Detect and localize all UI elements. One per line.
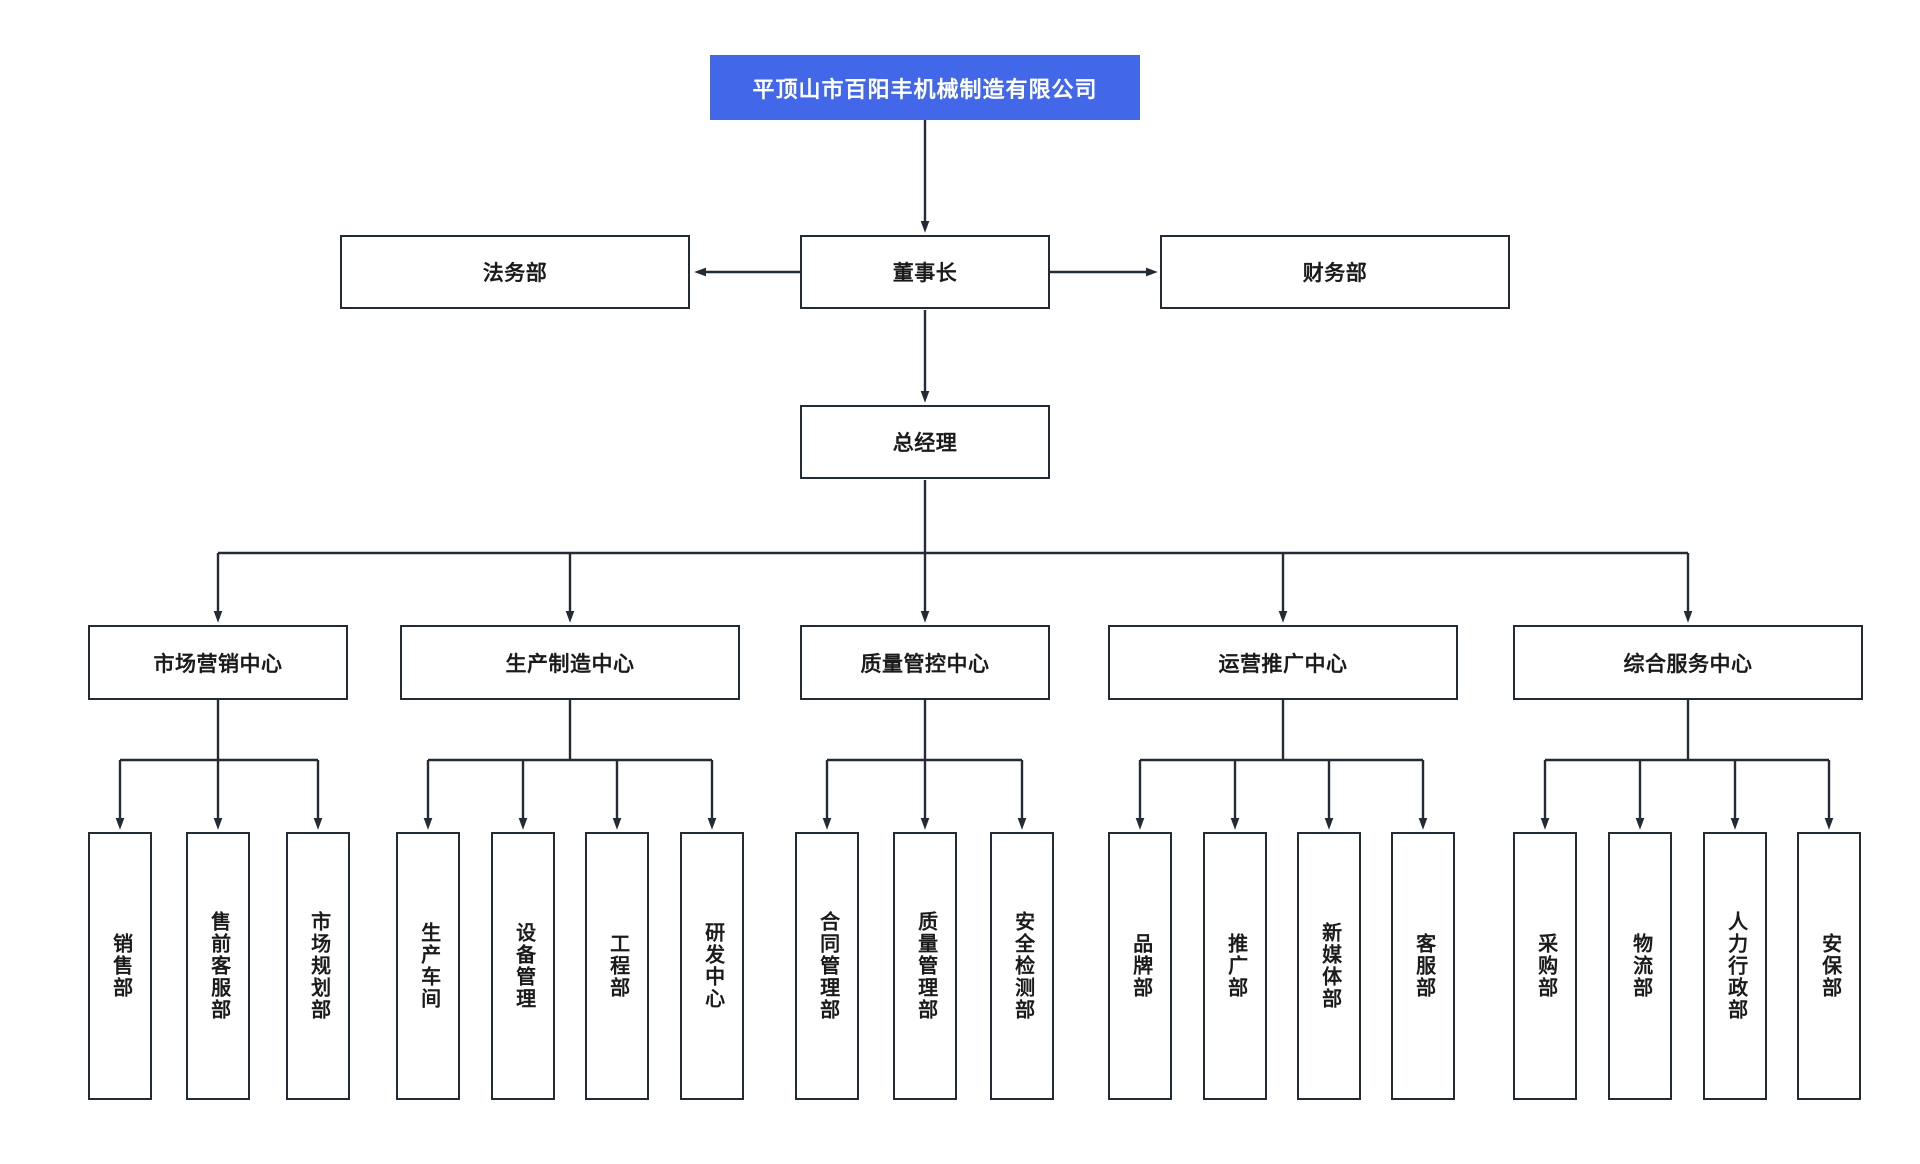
node-leaf-rnd-center[interactable]: 研发中心 bbox=[680, 832, 744, 1100]
node-label: 财务部 bbox=[1302, 262, 1368, 285]
node-label: 平顶山市百阳丰机械制造有限公司 bbox=[752, 76, 1098, 102]
node-label: 安保部 bbox=[1818, 933, 1841, 999]
node-leaf-market-planning[interactable]: 市场规划部 bbox=[286, 832, 350, 1100]
node-center-operations[interactable]: 运营推广中心 bbox=[1108, 625, 1458, 700]
node-leaf-contract-management[interactable]: 合同管理部 bbox=[795, 832, 859, 1100]
node-leaf-logistics[interactable]: 物流部 bbox=[1608, 832, 1672, 1100]
node-leaf-presales-service[interactable]: 售前客服部 bbox=[186, 832, 250, 1100]
node-label: 新媒体部 bbox=[1318, 922, 1341, 1010]
node-leaf-engineering[interactable]: 工程部 bbox=[585, 832, 649, 1100]
node-label: 人力行政部 bbox=[1724, 911, 1747, 1021]
node-label: 综合服务中心 bbox=[1623, 652, 1753, 676]
node-leaf-procurement[interactable]: 采购部 bbox=[1513, 832, 1577, 1100]
node-center-general-service[interactable]: 综合服务中心 bbox=[1513, 625, 1863, 700]
node-leaf-sales[interactable]: 销售部 bbox=[88, 832, 152, 1100]
node-center-marketing[interactable]: 市场营销中心 bbox=[88, 625, 348, 700]
node-label: 工程部 bbox=[606, 933, 629, 999]
node-label: 质量管理部 bbox=[914, 911, 937, 1021]
node-leaf-safety-inspection[interactable]: 安全检测部 bbox=[990, 832, 1054, 1100]
node-label: 运营推广中心 bbox=[1218, 652, 1348, 676]
node-label: 法务部 bbox=[482, 262, 548, 285]
node-label: 推广部 bbox=[1224, 933, 1247, 999]
node-leaf-hr-administration[interactable]: 人力行政部 bbox=[1703, 832, 1767, 1100]
node-general-manager[interactable]: 总经理 bbox=[800, 405, 1050, 479]
node-label: 销售部 bbox=[109, 933, 132, 999]
node-label: 生产制造中心 bbox=[505, 652, 635, 676]
node-leaf-equipment-management[interactable]: 设备管理 bbox=[491, 832, 555, 1100]
node-label: 售前客服部 bbox=[207, 911, 230, 1021]
node-label: 总经理 bbox=[892, 432, 958, 455]
node-label: 市场规划部 bbox=[307, 911, 330, 1021]
node-leaf-brand[interactable]: 品牌部 bbox=[1108, 832, 1172, 1100]
node-leaf-customer-service[interactable]: 客服部 bbox=[1391, 832, 1455, 1100]
node-label: 市场营销中心 bbox=[153, 652, 283, 676]
node-leaf-new-media[interactable]: 新媒体部 bbox=[1297, 832, 1361, 1100]
node-label: 安全检测部 bbox=[1011, 911, 1034, 1021]
node-leaf-quality-management[interactable]: 质量管理部 bbox=[893, 832, 957, 1100]
node-center-quality[interactable]: 质量管控中心 bbox=[800, 625, 1050, 700]
node-center-production[interactable]: 生产制造中心 bbox=[400, 625, 740, 700]
node-label: 设备管理 bbox=[512, 922, 535, 1010]
node-company-root[interactable]: 平顶山市百阳丰机械制造有限公司 bbox=[710, 55, 1140, 120]
node-label: 研发中心 bbox=[701, 922, 724, 1010]
node-label: 生产车间 bbox=[417, 922, 440, 1010]
node-label: 物流部 bbox=[1629, 933, 1652, 999]
node-leaf-promotion[interactable]: 推广部 bbox=[1203, 832, 1267, 1100]
node-label: 质量管控中心 bbox=[860, 652, 990, 676]
node-label: 董事长 bbox=[892, 262, 958, 285]
node-legal-department[interactable]: 法务部 bbox=[340, 235, 690, 309]
node-label: 采购部 bbox=[1534, 933, 1557, 999]
node-leaf-production-workshop[interactable]: 生产车间 bbox=[396, 832, 460, 1100]
node-label: 合同管理部 bbox=[816, 911, 839, 1021]
node-leaf-security[interactable]: 安保部 bbox=[1797, 832, 1861, 1100]
node-label: 客服部 bbox=[1412, 933, 1435, 999]
node-label: 品牌部 bbox=[1129, 933, 1152, 999]
node-chairman[interactable]: 董事长 bbox=[800, 235, 1050, 309]
node-finance-department[interactable]: 财务部 bbox=[1160, 235, 1510, 309]
